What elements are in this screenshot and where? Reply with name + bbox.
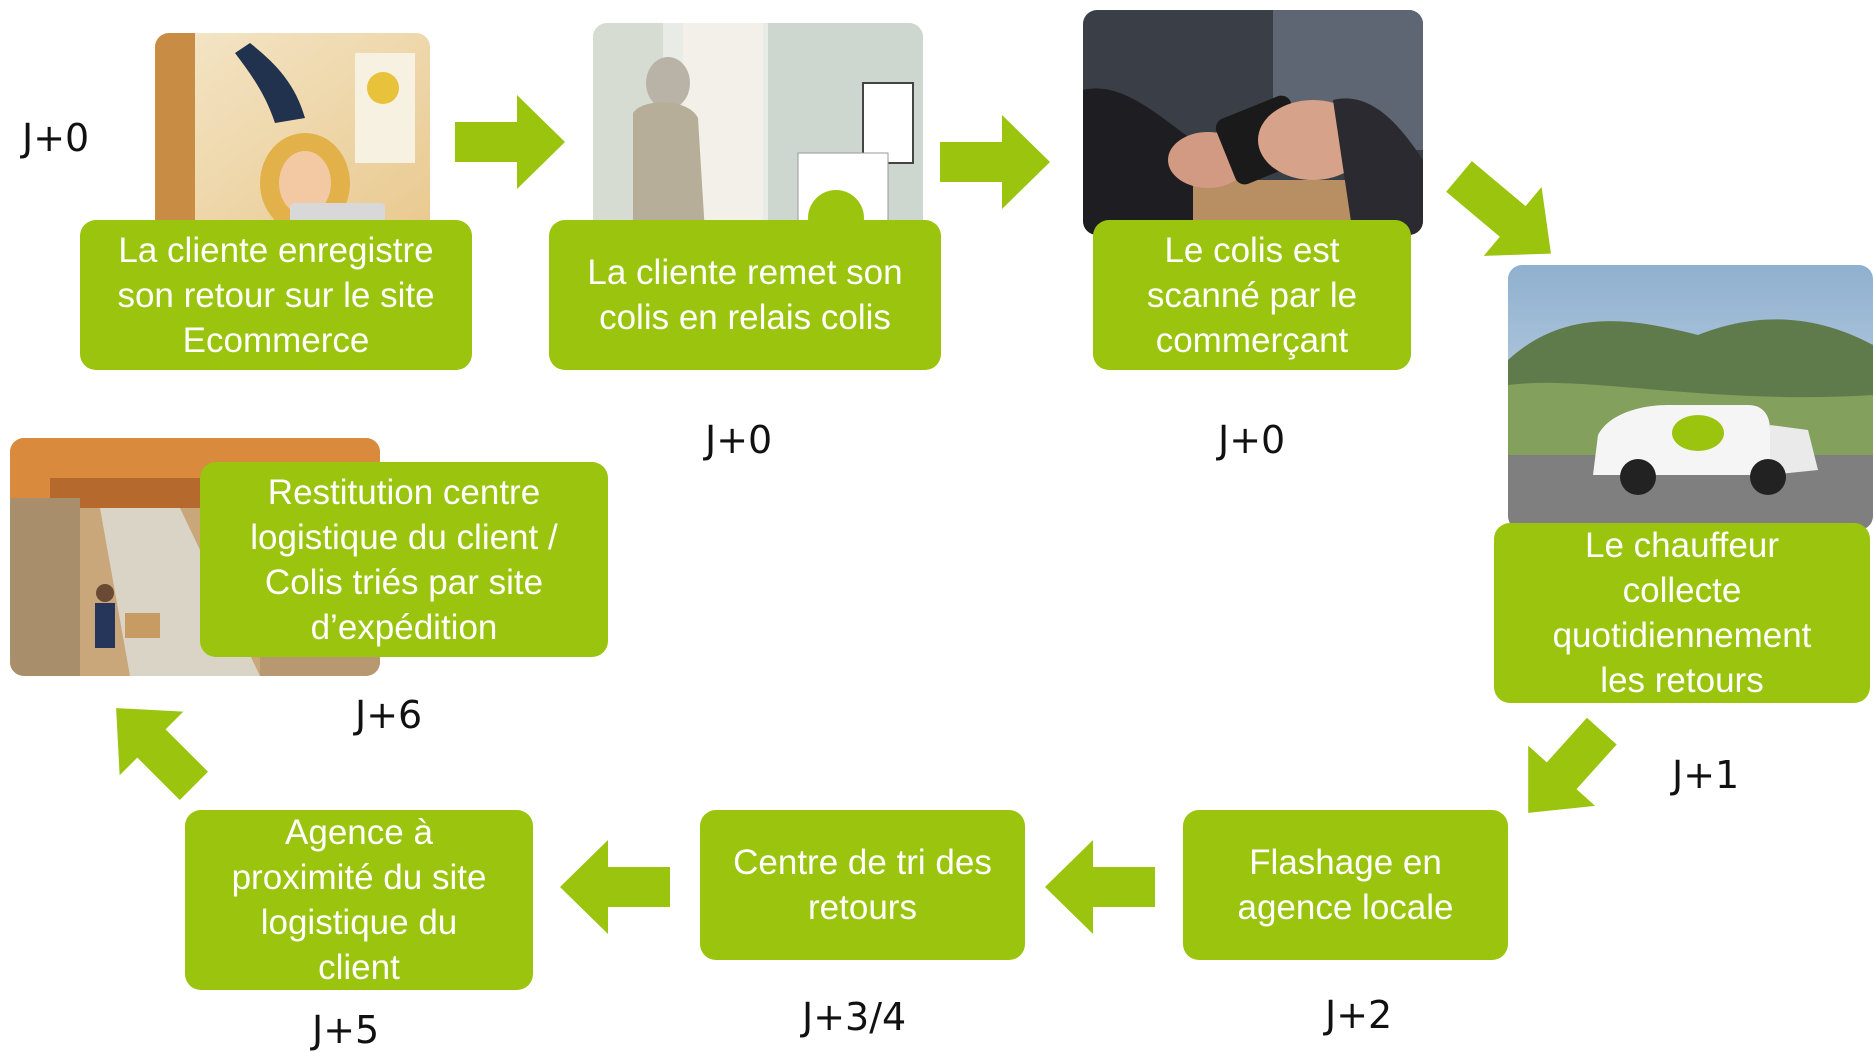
day-label-step3: J+0	[1218, 418, 1286, 462]
day-label-step8: J+6	[355, 693, 423, 737]
day-label-step2: J+0	[705, 418, 773, 462]
day-label-step1: J+0	[22, 116, 90, 160]
step-box-local-agency-scan: Flashage en agence locale	[1183, 810, 1508, 960]
arrow-up-left-icon	[95, 690, 215, 805]
day-label-step7: J+5	[312, 1008, 380, 1052]
step-box-agency-near-logistics: Agence à proximité du site logistique du…	[185, 810, 533, 990]
day-label-step6: J+3/4	[802, 995, 907, 1039]
arrow-right-icon	[455, 95, 565, 190]
arrow-right-icon	[940, 115, 1050, 210]
step-box-driver-collects: Le chauffeur collecte quotidiennement le…	[1494, 523, 1870, 703]
arrow-left-icon	[1045, 840, 1155, 935]
step-box-drop-off-relay: La cliente remet son colis en relais col…	[549, 220, 941, 370]
step-label: La cliente remet son colis en relais col…	[587, 253, 903, 337]
relay-shop-photo	[593, 23, 923, 233]
step-label: Flashage en agence locale	[1237, 843, 1454, 927]
arrow-down-right-icon	[1440, 160, 1570, 270]
arrow-down-left-icon	[1505, 712, 1625, 832]
step-box-returns-sorting-center: Centre de tri des retours	[700, 810, 1025, 960]
step-box-parcel-scanned: Le colis est scanné par le commerçant	[1093, 220, 1411, 370]
arrow-left-icon	[560, 840, 670, 935]
step-label: Le colis est scanné par le commerçant	[1146, 230, 1358, 360]
step-label: Centre de tri des retours	[733, 843, 992, 927]
day-label-step4: J+1	[1672, 753, 1740, 797]
step-box-register-return: La cliente enregistre son retour sur le …	[80, 220, 472, 370]
day-label-step5: J+2	[1325, 993, 1393, 1037]
step-label: La cliente enregistre son retour sur le …	[117, 230, 435, 360]
step-label: Restitution centre logistique du client …	[250, 472, 558, 647]
step-box-logistics-restitution: Restitution centre logistique du client …	[200, 462, 608, 657]
delivery-van-photo	[1508, 265, 1873, 530]
customer-laptop-photo	[155, 33, 430, 233]
step-label: Agence à proximité du site logistique du…	[231, 813, 487, 987]
scanner-photo	[1083, 10, 1423, 235]
step-label: Le chauffeur collecte quotidiennement le…	[1552, 526, 1812, 700]
